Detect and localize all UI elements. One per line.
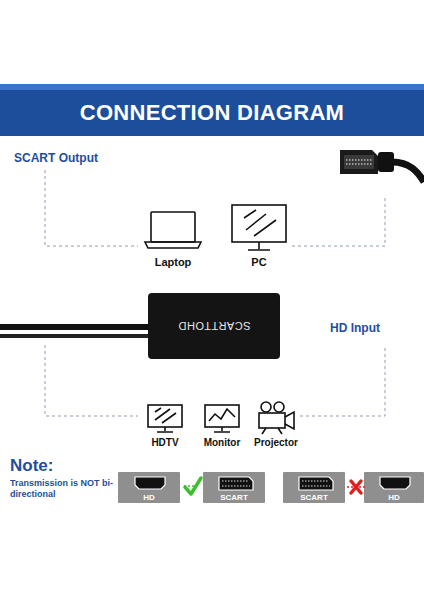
pc-icon [232, 205, 286, 250]
projector-icon [259, 402, 294, 434]
check-mark [185, 478, 201, 494]
note-text: Transmission is NOT bi-directional [10, 478, 114, 500]
device-label: Projector [241, 437, 311, 449]
reel [274, 402, 284, 412]
guide-line [292, 196, 385, 246]
projector-legs [262, 428, 282, 434]
screen-shine [244, 210, 276, 236]
device-label: Laptop [140, 256, 206, 269]
laptop-screen [151, 212, 195, 242]
section-label: HD Input [330, 321, 420, 335]
monitor-screen [205, 405, 239, 427]
plug-body [378, 152, 394, 172]
cross-mark [351, 481, 361, 493]
pin-row [346, 159, 372, 161]
monitor-stand [214, 427, 230, 432]
cable [0, 324, 150, 330]
guide-line [45, 170, 138, 246]
plug-face [340, 150, 378, 174]
device-label: Monitor [187, 437, 257, 449]
check-dash [184, 485, 196, 487]
projector-body [259, 413, 285, 428]
projector-lens [285, 412, 294, 429]
port-box: HD [118, 472, 180, 503]
note-heading: Note: [10, 456, 90, 476]
guide-lines [45, 170, 385, 416]
port-box: HD [364, 472, 424, 503]
pc-screen [232, 205, 286, 242]
adapter-box: SCARTTOHD [148, 293, 280, 359]
port-box: SCART [283, 472, 345, 503]
header-stripe [0, 84, 424, 90]
tv-stand [157, 427, 173, 432]
pin-row [346, 163, 372, 165]
adapter-label: SCARTTOHD [178, 320, 251, 332]
monitor-icon [205, 405, 239, 432]
cable [392, 162, 424, 182]
port-label: SCART [220, 493, 248, 502]
monitor-graph [209, 409, 235, 421]
port-label: SCART [300, 493, 328, 502]
laptop-base [145, 242, 201, 248]
cable [0, 334, 150, 338]
laptop-icon [145, 212, 201, 248]
guide-line [45, 345, 138, 416]
port-box: SCART [203, 472, 265, 503]
hdtv-icon [148, 405, 182, 432]
diagram-title: CONNECTION DIAGRAM [0, 100, 424, 126]
plug-pins [344, 155, 374, 169]
pc-stand [248, 242, 270, 250]
section-label: SCART Output [14, 151, 134, 165]
header-band [0, 90, 424, 136]
device-label: PC [226, 256, 292, 269]
port-label: HD [143, 493, 155, 502]
scart-plug [340, 150, 394, 174]
screen-shine [155, 408, 176, 423]
reel [261, 402, 271, 412]
port-label: HD [388, 493, 400, 502]
guide-line [300, 346, 385, 416]
tv-screen [148, 405, 182, 427]
device-label: HDTV [130, 437, 200, 449]
